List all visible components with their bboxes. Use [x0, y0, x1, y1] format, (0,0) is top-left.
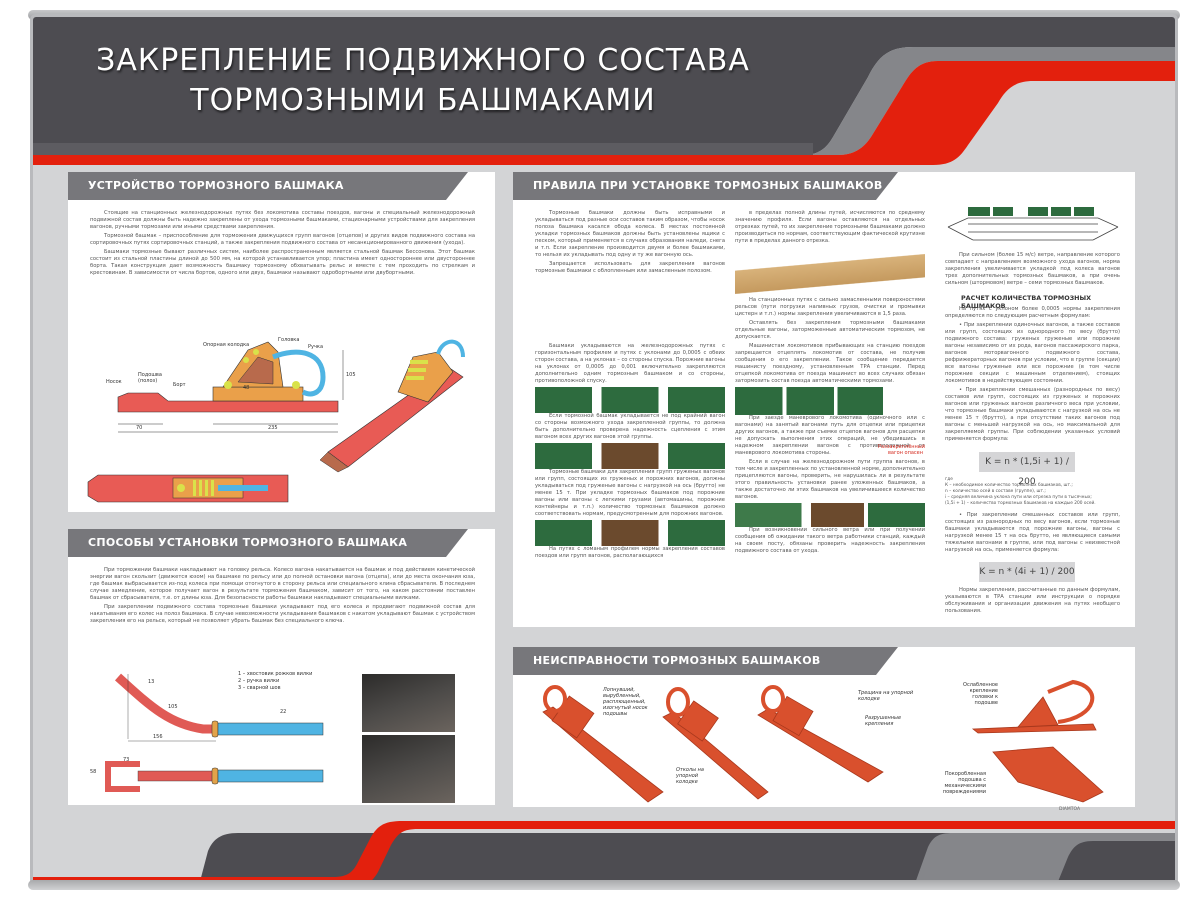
panel-installation-methods: СПОСОБЫ УСТАНОВКИ ТОРМОЗНОГО БАШМАКА При… — [68, 529, 495, 805]
shoe-and-wagon-image — [535, 277, 725, 343]
panel-device: УСТРОЙСТВО ТОРМОЗНОГО БАШМАКА Стоящие на… — [68, 172, 495, 512]
dim-73: 73 — [123, 757, 130, 763]
header-wave-graphic — [33, 17, 1175, 167]
panel-heading: НЕИСПРАВНОСТИ ТОРМОЗНЫХ БАШМАКОВ — [513, 647, 898, 675]
panel-heading: УСТРОЙСТВО ТОРМОЗНОГО БАШМАКА — [68, 172, 468, 200]
installation-text: При торможении башмаки накладывают на го… — [90, 567, 475, 624]
poster-title: ЗАКРЕПЛЕНИЕ ПОДВИЖНОГО СОСТАВА ТОРМОЗНЫМ… — [73, 41, 773, 121]
station-track-diagram — [947, 207, 1119, 241]
panel-defects: НЕИСПРАВНОСТИ ТОРМОЗНЫХ БАШМАКОВ Лопнувш… — [513, 647, 1135, 807]
dim-105: 105 — [168, 704, 178, 710]
rules-column-2: в пределах полной длины путей, исчисляют… — [735, 210, 925, 554]
wagons-illustration — [535, 387, 725, 413]
dim-235: 235 — [268, 425, 278, 431]
label-nose: Носок — [106, 379, 122, 385]
dim-13: 13 — [148, 679, 155, 685]
calc-outro: Нормы закрепления, рассчитанные по данны… — [945, 587, 1120, 614]
label-handle: Ручка — [308, 344, 324, 350]
fork-legend: 1 – хвостовик рожков вилки 2 – ручка вил… — [238, 671, 313, 691]
label-sole: Подошва (полоз) — [138, 372, 162, 384]
formula-definitions: где К – необходимое количество тормозных… — [945, 477, 1096, 506]
footer-wave-graphic — [33, 821, 1175, 883]
label-weak-fastening: Ослабленное крепление головки к подошве — [963, 682, 998, 706]
label-broken-fastening: Разрушенные крепления — [865, 715, 902, 727]
unsecured-wagons-illustration — [735, 387, 925, 415]
publisher-logo: DIAMTOA — [1059, 807, 1081, 812]
slope-track-illustration — [735, 247, 925, 297]
rules-column-3: При сильном (более 15 м/с) ветре, направ… — [945, 252, 1120, 286]
dim-70: 70 — [136, 425, 143, 431]
fork-diagram — [105, 673, 324, 792]
wagons-illustration — [535, 520, 725, 546]
photo-shoe-under-wheel-1 — [362, 674, 455, 732]
label-nose-defect: Лопнувший, вырубленный, расплющенный, из… — [603, 687, 648, 717]
wagons-illustration — [535, 443, 725, 469]
label-crack-head: Трещина на упорной колодке — [858, 690, 914, 702]
dim-22: 22 — [280, 709, 287, 715]
poster-header: ЗАКРЕПЛЕНИЕ ПОДВИЖНОГО СОСТАВА ТОРМОЗНЫМ… — [33, 17, 1175, 167]
dim-156: 156 — [153, 734, 163, 740]
panel-rules: ПРАВИЛА ПРИ УСТАНОВКЕ ТОРМОЗНЫХ БАШМАКОВ… — [513, 172, 1135, 627]
device-text: Стоящие на станционных железнодорожных п… — [90, 210, 475, 276]
panel-heading: СПОСОБЫ УСТАНОВКИ ТОРМОЗНОГО БАШМАКА — [68, 529, 468, 557]
poster-board: ЗАКРЕПЛЕНИЕ ПОДВИЖНОГО СОСТАВА ТОРМОЗНЫМ… — [30, 14, 1178, 886]
formula-2: K = n * (4i + 1) / 200 — [979, 562, 1075, 582]
label-support-block: Опорная колодка — [203, 342, 250, 348]
calc-text-2: • При закреплении смешанных составов или… — [945, 512, 1120, 553]
danger-label: Раззакреплённый вагон опасен — [878, 444, 926, 456]
label-damaged-sole: Покоробленная подошва с механическими по… — [942, 771, 986, 795]
locomotive-wagons-illustration — [735, 503, 925, 527]
label-side: Борт — [173, 382, 186, 388]
panel-heading: ПРАВИЛА ПРИ УСТАНОВКЕ ТОРМОЗНЫХ БАШМАКОВ — [513, 172, 898, 200]
dim-48: 48 — [243, 385, 250, 391]
brake-shoe-diagram — [87, 339, 465, 503]
photo-shoe-under-wheel-2 — [362, 735, 455, 803]
dim-105: 105 — [346, 372, 356, 378]
frame-bottom-rail — [28, 880, 1180, 890]
title-line-1: ЗАКРЕПЛЕНИЕ ПОДВИЖНОГО СОСТАВА — [96, 43, 750, 78]
rules-column-1: Тормозные башмаки должны быть исправными… — [535, 210, 725, 559]
calc-heading: РАСЧЕТ КОЛИЧЕСТВА ТОРМОЗНЫХ БАШМАКОВ — [961, 294, 1092, 310]
dim-58: 58 — [90, 769, 97, 775]
label-head: Головка — [278, 337, 300, 343]
label-crack-block: Отколы на упорной колодке — [676, 767, 704, 785]
calc-text: На путях с уклоном более 0,0005 нормы за… — [945, 306, 1120, 442]
formula-1: K = n * (1,5i + 1) / 200 — [979, 452, 1075, 487]
title-line-2: ТОРМОЗНЫМИ БАШМАКАМИ — [190, 83, 656, 118]
defective-shoes-illustration — [542, 679, 1104, 803]
